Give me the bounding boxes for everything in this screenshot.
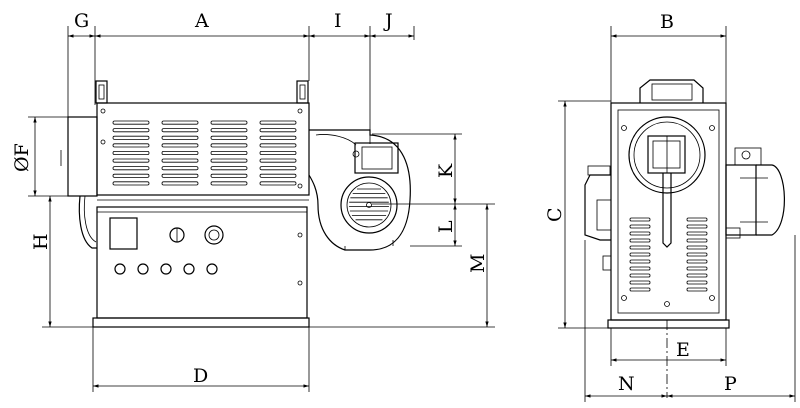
- louvre-slot: [161, 173, 199, 178]
- side-louvre-slot: [686, 224, 708, 229]
- side-louvre-slot: [629, 266, 651, 271]
- louvre-slot: [210, 166, 248, 171]
- dim-label-p: P: [724, 373, 737, 395]
- louvre-slot: [259, 143, 297, 148]
- indicator-lamp: [137, 263, 149, 275]
- lifting-lug-left: [95, 80, 108, 104]
- louvre-slot: [161, 135, 199, 140]
- side-fittings: [584, 165, 612, 271]
- louvre-slot: [112, 181, 150, 186]
- dim-label-j: J: [383, 10, 393, 32]
- side-louvre-slot: [686, 238, 708, 243]
- louvre-slot: [259, 166, 297, 171]
- louvre-slot: [161, 166, 199, 171]
- side-louvre-slot: [629, 245, 651, 250]
- dim-label-a: A: [194, 10, 209, 32]
- front-view: [67, 80, 411, 328]
- louvre-slot: [161, 150, 199, 155]
- side-louvre-slot: [629, 217, 651, 222]
- dim-label-n: N: [618, 373, 635, 395]
- side-louvre-slot: [629, 252, 651, 257]
- louvre-slot: [112, 128, 150, 133]
- thermostat-knob: [204, 225, 224, 245]
- dim-label-i: I: [334, 10, 342, 32]
- side-louvre-slot: [629, 287, 651, 292]
- side-louvre-slot: [686, 273, 708, 278]
- display-window: [109, 217, 138, 250]
- side-louvre-slot: [686, 259, 708, 264]
- side-louvre-slot: [686, 287, 708, 292]
- dim-label-k: K: [435, 163, 457, 178]
- louvre-slot: [259, 173, 297, 178]
- louvre-slot: [161, 128, 199, 133]
- side-view-dimensions: B C E N P: [544, 11, 796, 402]
- louvre-slot: [161, 181, 199, 186]
- side-louvre-slot: [629, 231, 651, 236]
- louvre-slot: [161, 158, 199, 163]
- louvre-slot: [112, 150, 150, 155]
- side-louvre-slot: [629, 259, 651, 264]
- side-louvre-slot: [629, 273, 651, 278]
- cable-conduit: [78, 195, 97, 249]
- louvre-slot: [112, 166, 150, 171]
- side-lifting-handle: [639, 79, 704, 103]
- louvre-slot: [112, 120, 150, 125]
- louvre-slot: [210, 143, 248, 148]
- side-louvre-slot: [629, 238, 651, 243]
- louvre-slot: [259, 135, 297, 140]
- louvre-slot: [259, 158, 297, 163]
- dim-label-c: C: [544, 207, 566, 222]
- louvre-slot: [161, 143, 199, 148]
- louvre-slot: [210, 135, 248, 140]
- dim-label-d: D: [193, 365, 208, 387]
- louvre-slot: [259, 120, 297, 125]
- side-louvre-slot: [686, 252, 708, 257]
- louvre-slot: [210, 173, 248, 178]
- side-louvre-slot: [686, 217, 708, 222]
- indicator-lamps: [114, 263, 218, 275]
- heater-housing: [96, 102, 310, 196]
- louvre-vents: [112, 120, 297, 186]
- louvre-slot: [210, 128, 248, 133]
- dim-label-e: E: [676, 339, 690, 361]
- dim-label-l: L: [435, 220, 457, 233]
- louvre-slot: [210, 158, 248, 163]
- louvre-slot: [210, 181, 248, 186]
- louvre-slot: [259, 128, 297, 133]
- dim-label-g: G: [74, 10, 89, 32]
- louvre-slot: [210, 150, 248, 155]
- louvre-slot: [112, 143, 150, 148]
- base-plate: [92, 317, 310, 328]
- indicator-lamp: [114, 263, 126, 275]
- indicator-lamp: [206, 263, 218, 275]
- blower-fan: [308, 129, 411, 251]
- air-outlet-duct: [67, 116, 98, 197]
- louvre-slot: [112, 135, 150, 140]
- dim-label-f: ØF: [11, 143, 33, 172]
- louvre-slot: [161, 120, 199, 125]
- side-louvre-slot: [686, 231, 708, 236]
- side-louvre-slot: [629, 280, 651, 285]
- dim-label-m: M: [467, 254, 489, 273]
- side-louvres: [629, 217, 708, 292]
- side-louvre-slot: [686, 266, 708, 271]
- control-cabinet: [96, 206, 308, 319]
- dim-label-b: B: [660, 11, 674, 33]
- louvre-slot: [112, 158, 150, 163]
- lifting-lug-right: [296, 80, 309, 104]
- side-louvre-slot: [629, 224, 651, 229]
- indicator-lamp: [183, 263, 195, 275]
- front-view-dimensions: G A I J ØF H K L M D: [11, 10, 495, 392]
- side-motor: [725, 147, 785, 239]
- outlet-flange: [628, 116, 706, 194]
- side-louvre-slot: [686, 280, 708, 285]
- louvre-slot: [210, 120, 248, 125]
- louvre-slot: [259, 150, 297, 155]
- dim-label-h: H: [30, 233, 52, 250]
- side-louvre-slot: [686, 245, 708, 250]
- louvre-slot: [112, 173, 150, 178]
- louvre-slot: [259, 181, 297, 186]
- indicator-lamp: [160, 263, 172, 275]
